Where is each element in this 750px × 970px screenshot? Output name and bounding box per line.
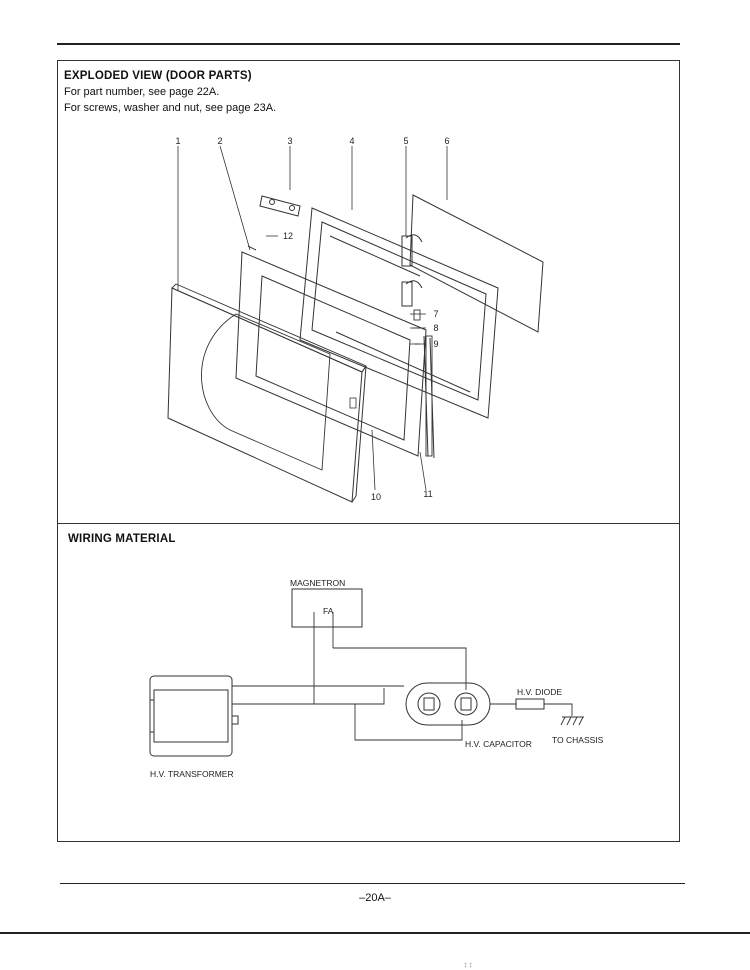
ground-symbol (560, 716, 584, 726)
callout-3: 3 (287, 136, 292, 146)
callout-8: 8 (433, 323, 438, 333)
magnetron-label: MAGNETRON (290, 578, 345, 588)
callout-4: 4 (349, 136, 354, 146)
callout-1: 1 (175, 136, 180, 146)
bottom-rule (0, 932, 750, 934)
exploded-view-diagram (167, 145, 544, 503)
callout-11: 11 (423, 489, 432, 499)
exploded-view-callouts: 1 2 3 4 5 6 7 8 9 10 11 12 (175, 136, 449, 502)
part-5-latch (401, 234, 423, 307)
part-number-note: For part number, see page 22A. (64, 86, 220, 98)
hv-diode-label: H.V. DIODE (517, 687, 562, 697)
hv-transformer-drawing (149, 675, 239, 757)
magnetron-box (291, 588, 363, 628)
fa-label: FA (323, 606, 334, 616)
footer-rule (60, 883, 685, 885)
callout-5: 5 (403, 136, 408, 146)
exploded-view-title: EXPLODED VIEW (DOOR PARTS) (64, 70, 252, 82)
callout-12: 12 (283, 231, 293, 241)
screws-note: For screws, washer and nut, see page 23A… (64, 102, 277, 114)
hv-transformer-label: H.V. TRANSFORMER (150, 769, 234, 779)
callout-9: 9 (433, 339, 438, 349)
to-chassis-label: TO CHASSIS (552, 735, 604, 745)
callout-10: 10 (371, 492, 381, 502)
parts-7-8-9-fasteners (412, 309, 433, 457)
section-divider (57, 523, 680, 525)
hv-capacitor-drawing (405, 682, 491, 726)
content-frame (57, 60, 680, 842)
page-number: –20A– (359, 892, 391, 904)
callout-7: 7 (433, 309, 438, 319)
callout-6: 6 (444, 136, 449, 146)
part-2-door-chassis (235, 245, 435, 459)
hv-diode-drawing (515, 698, 545, 710)
part-4-inner-frame (299, 207, 499, 419)
hv-capacitor-label: H.V. CAPACITOR (465, 739, 532, 749)
wiring-material-title: WIRING MATERIAL (68, 533, 176, 545)
part-3-hinge-plate (259, 195, 301, 217)
scan-mark: ‡ ‡ (464, 963, 473, 969)
top-rule (57, 43, 680, 45)
part-6-sheet (409, 194, 544, 333)
callout-2: 2 (217, 136, 222, 146)
part-1-door-panel (167, 283, 367, 503)
callout-leaders (177, 145, 448, 491)
